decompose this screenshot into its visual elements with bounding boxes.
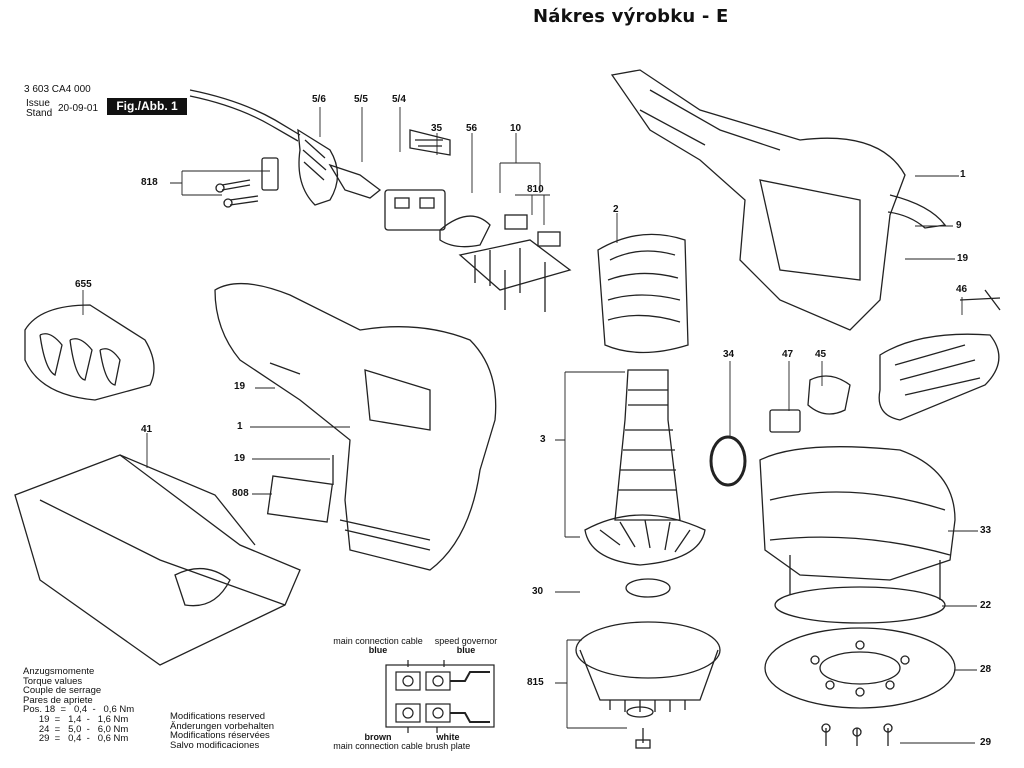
part-label: 19 xyxy=(957,253,969,264)
dust-adapter xyxy=(807,375,851,415)
part-label: 34 xyxy=(723,349,735,360)
label-plate xyxy=(266,475,334,523)
part-label: 1 xyxy=(237,421,243,432)
bearing xyxy=(625,578,671,598)
part-label: 808 xyxy=(232,488,249,499)
part-label: 810 xyxy=(527,184,544,195)
cable-boot xyxy=(297,128,339,206)
switch-body xyxy=(384,189,446,231)
part-label: 9 xyxy=(956,220,962,231)
part-label: 35 xyxy=(431,123,443,134)
wiring-top-left-label: main connection cable blue xyxy=(318,637,438,655)
part-label: 29 xyxy=(980,737,992,748)
part-label: 41 xyxy=(141,424,153,435)
page-title: Nákres výrobku - E xyxy=(533,6,729,27)
part-label: 56 xyxy=(466,123,478,134)
fan xyxy=(584,514,706,566)
modifications-de: Änderungen vorbehalten xyxy=(170,720,275,732)
part-label: 5/6 xyxy=(312,94,326,105)
doc-number: 3 603 CA4 000 xyxy=(24,84,91,95)
wiring-caption: main connection cable xyxy=(333,636,423,646)
wire-color: white xyxy=(436,732,460,742)
issue-date: 20-09-01 xyxy=(58,103,99,114)
part-label: 2 xyxy=(613,204,619,215)
electronics-board xyxy=(458,239,572,291)
part-label: 28 xyxy=(980,664,992,675)
wire-color: brown xyxy=(364,732,392,742)
part-label: 47 xyxy=(782,349,794,360)
dust-box xyxy=(14,454,301,666)
torque-title-fr: Couple de serrage xyxy=(23,685,102,697)
wiring-top-right-label: speed governor blue xyxy=(430,637,502,655)
fan-plate xyxy=(575,621,721,679)
wiring-bottom-left-label: brown main connection cable xyxy=(318,733,438,751)
cord-hose xyxy=(878,333,1000,421)
part-label: 655 xyxy=(75,279,92,290)
part-label: 30 xyxy=(532,586,544,597)
part-label: 815 xyxy=(527,677,544,688)
part-label: 3 xyxy=(540,434,546,445)
part-label: 1 xyxy=(960,169,966,180)
wiring-diagram xyxy=(385,660,495,733)
bearing-housing xyxy=(759,446,956,581)
power-cable xyxy=(189,89,301,136)
part-label: 33 xyxy=(980,525,992,536)
wiring-caption: speed governor xyxy=(434,636,498,646)
torque-values-block: Anzugsmomente Torque values Couple de se… xyxy=(23,667,134,744)
o-ring xyxy=(709,435,747,487)
part-label: 818 xyxy=(141,177,158,188)
torque-row: 19 = 1,4 - 1,6 Nm xyxy=(23,713,129,725)
wiring-bottom-right-label: white brush plate xyxy=(418,733,478,751)
ring-22 xyxy=(774,586,946,624)
torque-row: Pos. 18 = 0,4 - 0,6 Nm xyxy=(23,704,135,716)
part-label: 5/4 xyxy=(392,94,406,105)
torque-title-es: Pares de apriete xyxy=(23,694,93,706)
torque-title-en: Torque values xyxy=(23,675,83,687)
modifications-es: Salvo modificaciones xyxy=(170,739,260,751)
part-label: 19 xyxy=(234,381,246,392)
part-label: 45 xyxy=(815,349,827,360)
part-label: 46 xyxy=(956,284,968,295)
clamp-plate xyxy=(261,157,279,191)
armature xyxy=(614,369,681,521)
capacitor xyxy=(439,215,491,248)
issue-label: Issue xyxy=(26,98,50,109)
housing-right xyxy=(610,69,906,331)
cover-655 xyxy=(24,304,155,401)
modifications-fr: Modifications réservées xyxy=(170,730,270,742)
part-label: 10 xyxy=(510,123,522,134)
part-label: 5/5 xyxy=(354,94,368,105)
modifications-block: Modifications reserved Änderungen vorbeh… xyxy=(170,712,274,750)
sanding-pad xyxy=(764,627,956,709)
torque-row: 29 = 0,4 - 0,6 Nm xyxy=(23,733,129,745)
part-label: 22 xyxy=(980,600,992,611)
field-coil xyxy=(597,233,689,354)
housing-left xyxy=(214,282,497,571)
torque-title-de: Anzugsmomente xyxy=(23,666,95,677)
figure-badge: Fig./Abb. 1 xyxy=(107,98,187,115)
torque-row: 24 = 5,0 - 6,0 Nm xyxy=(23,723,129,735)
modifications-en: Modifications reserved xyxy=(170,711,266,722)
wire-color: blue xyxy=(456,645,476,655)
stand-label: Stand xyxy=(26,108,53,119)
wiring-caption: main connection cable xyxy=(333,741,423,751)
part-label: 19 xyxy=(234,453,246,464)
wiring-caption: brush plate xyxy=(425,741,471,751)
wire-color: blue xyxy=(368,645,388,655)
